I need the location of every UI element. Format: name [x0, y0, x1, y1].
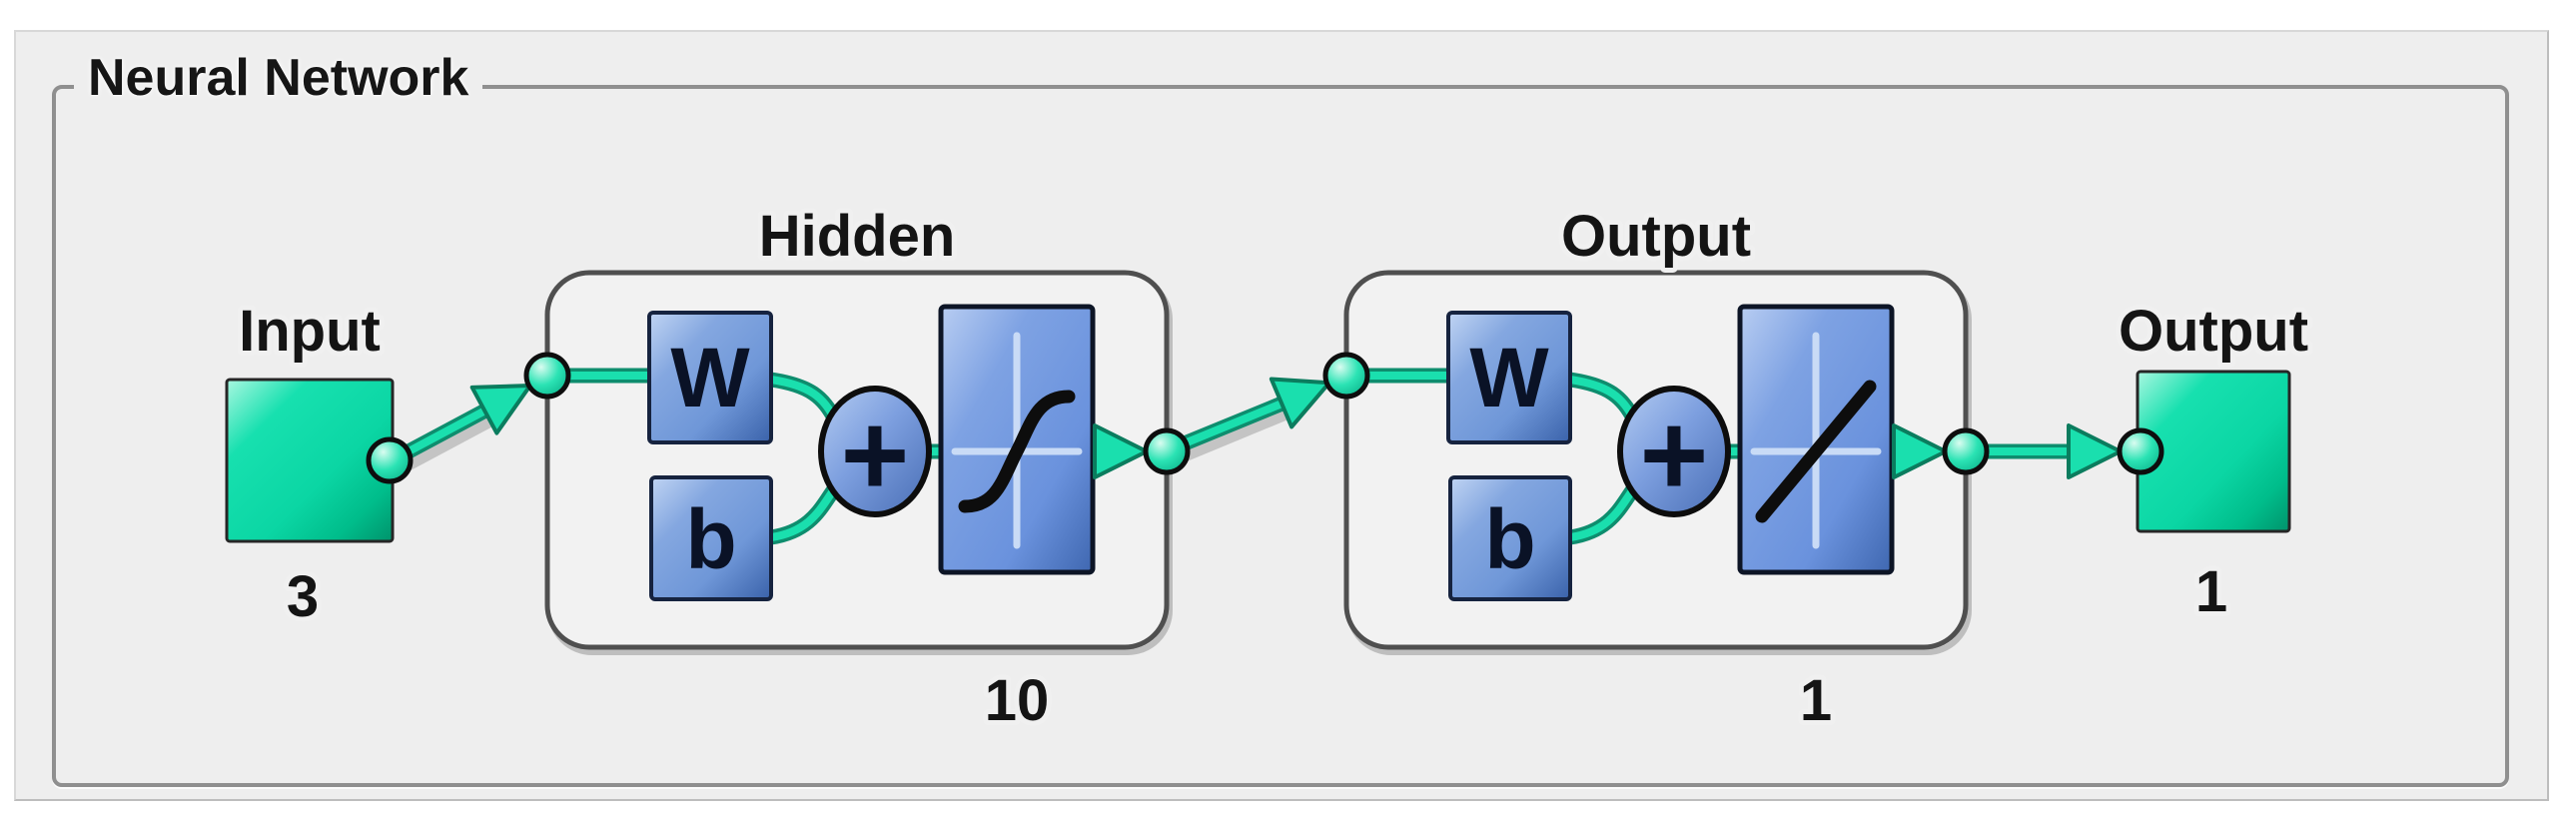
connection-shadow — [1174, 407, 1291, 463]
bias-block — [649, 475, 773, 601]
arrowhead-icon — [1093, 423, 1149, 479]
weight-label: W — [1469, 331, 1549, 424]
final-output-block: Output 1 — [2114, 294, 2313, 629]
sum-junction — [818, 386, 932, 517]
bias-to-sum-line-highlight — [1566, 485, 1637, 541]
input-size: 3 — [287, 564, 319, 629]
final-output-label: Output — [2119, 299, 2308, 364]
hidden-layer-box: Hidden W b + 10 — [543, 199, 1173, 738]
bias-label: b — [1484, 492, 1535, 586]
arrowhead-icon — [1269, 377, 1331, 429]
weight-block — [1446, 311, 1572, 444]
connection-hidden-to-output — [1167, 377, 1331, 463]
output-entry-node-icon — [1322, 352, 1370, 400]
connection-nodes — [366, 352, 2164, 484]
linear-line-icon — [1755, 380, 1877, 523]
arrowhead-icon — [2067, 423, 2123, 479]
hidden-layer-label: Hidden — [759, 204, 956, 269]
input-label: Input — [239, 299, 381, 364]
final-output-size: 1 — [2195, 559, 2227, 624]
sigmoid-curve-icon — [958, 390, 1076, 513]
sum-plus-icon: + — [841, 390, 910, 521]
output-exit-node-icon — [1942, 427, 1990, 475]
weight-label: W — [670, 331, 750, 424]
arrowhead-icon — [1892, 423, 1948, 479]
connection-shadow — [395, 414, 496, 474]
bias-label: b — [685, 492, 736, 586]
connection-output-to-final — [1968, 423, 2123, 479]
hidden-exit-node-icon — [1143, 427, 1191, 475]
connection-line-highlight — [1171, 401, 1284, 451]
hidden-entry-node-icon — [523, 352, 571, 400]
output-layer-box: Output W b + 1 — [1342, 199, 1972, 738]
panel-title: Neural Network — [74, 48, 483, 108]
weight-block — [647, 311, 773, 444]
sum-plus-icon: + — [1640, 390, 1709, 521]
sum-junction — [1617, 386, 1731, 517]
neural-network-groupbox — [52, 85, 2509, 787]
arrowhead-icon — [469, 384, 532, 435]
output-layer-size: 1 — [1800, 668, 1832, 733]
hidden-layer-size: 10 — [985, 668, 1050, 733]
bias-block — [1448, 475, 1572, 601]
final-output-node-icon — [2117, 427, 2164, 475]
neural-network-panel — [14, 30, 2549, 801]
output-layer-label: Output — [1561, 204, 1751, 269]
input-node-icon — [366, 436, 414, 484]
bias-to-sum-line-highlight — [767, 485, 838, 541]
connection-input-to-hidden — [388, 384, 532, 474]
